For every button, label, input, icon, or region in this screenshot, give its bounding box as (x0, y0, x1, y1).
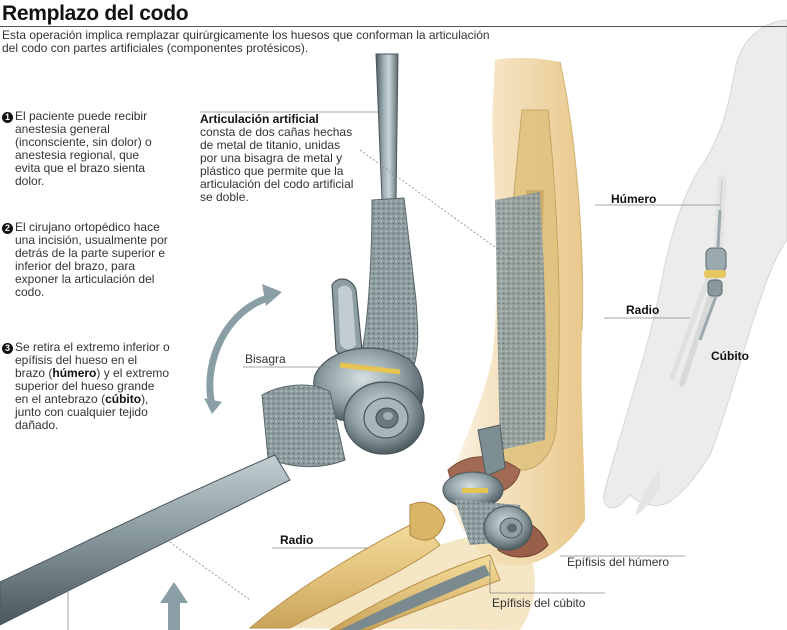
label-humero: Húmero (611, 192, 657, 206)
page-subtitle: Esta operación implica remplazar quirúrg… (2, 28, 490, 55)
body-silhouette (603, 19, 787, 515)
label-radio-main: Radio (280, 533, 314, 547)
step-2: 2 El cirujano ortopédico hace una incisi… (2, 221, 172, 299)
step-1-text: El paciente puede recibir anestesia gene… (15, 109, 152, 188)
label-bisagra: Bisagra (245, 352, 286, 366)
step-1-number: 1 (2, 112, 13, 123)
page-title: Remplazo del codo (2, 2, 189, 25)
step-3: 3 Se retira el extremo inferior o epífis… (2, 341, 170, 432)
step-3-number: 3 (2, 343, 13, 354)
term-cubito: cúbito (105, 392, 142, 406)
up-arrow (160, 582, 188, 630)
label-epifisis-cubito: Epífisis del cúbito (492, 596, 586, 610)
leader-lines (67, 111, 720, 630)
label-radio-body: Radio (626, 303, 660, 317)
artificial-joint-callout: Articulación artificial consta de dos ca… (200, 113, 360, 204)
title-rule (0, 26, 787, 27)
step-2-number: 2 (2, 223, 13, 234)
label-epifisis-humero: Epífisis del húmero (567, 555, 670, 569)
step-2-text: El cirujano ortopédico hace una incisión… (15, 220, 168, 299)
artificial-joint (0, 53, 425, 626)
term-humero: húmero (52, 366, 97, 380)
callout-title: Articulación artificial (200, 112, 319, 126)
label-cubito: Cúbito (711, 349, 749, 363)
step-1: 1 El paciente puede recibir anestesia ge… (2, 110, 162, 188)
implant-in-arm (442, 192, 547, 551)
callout-text: consta de dos cañas hechas de metal de t… (200, 125, 354, 204)
step-3-text: Se retira el extremo inferior o epífisis… (15, 340, 170, 432)
flex-arrow (204, 284, 282, 414)
